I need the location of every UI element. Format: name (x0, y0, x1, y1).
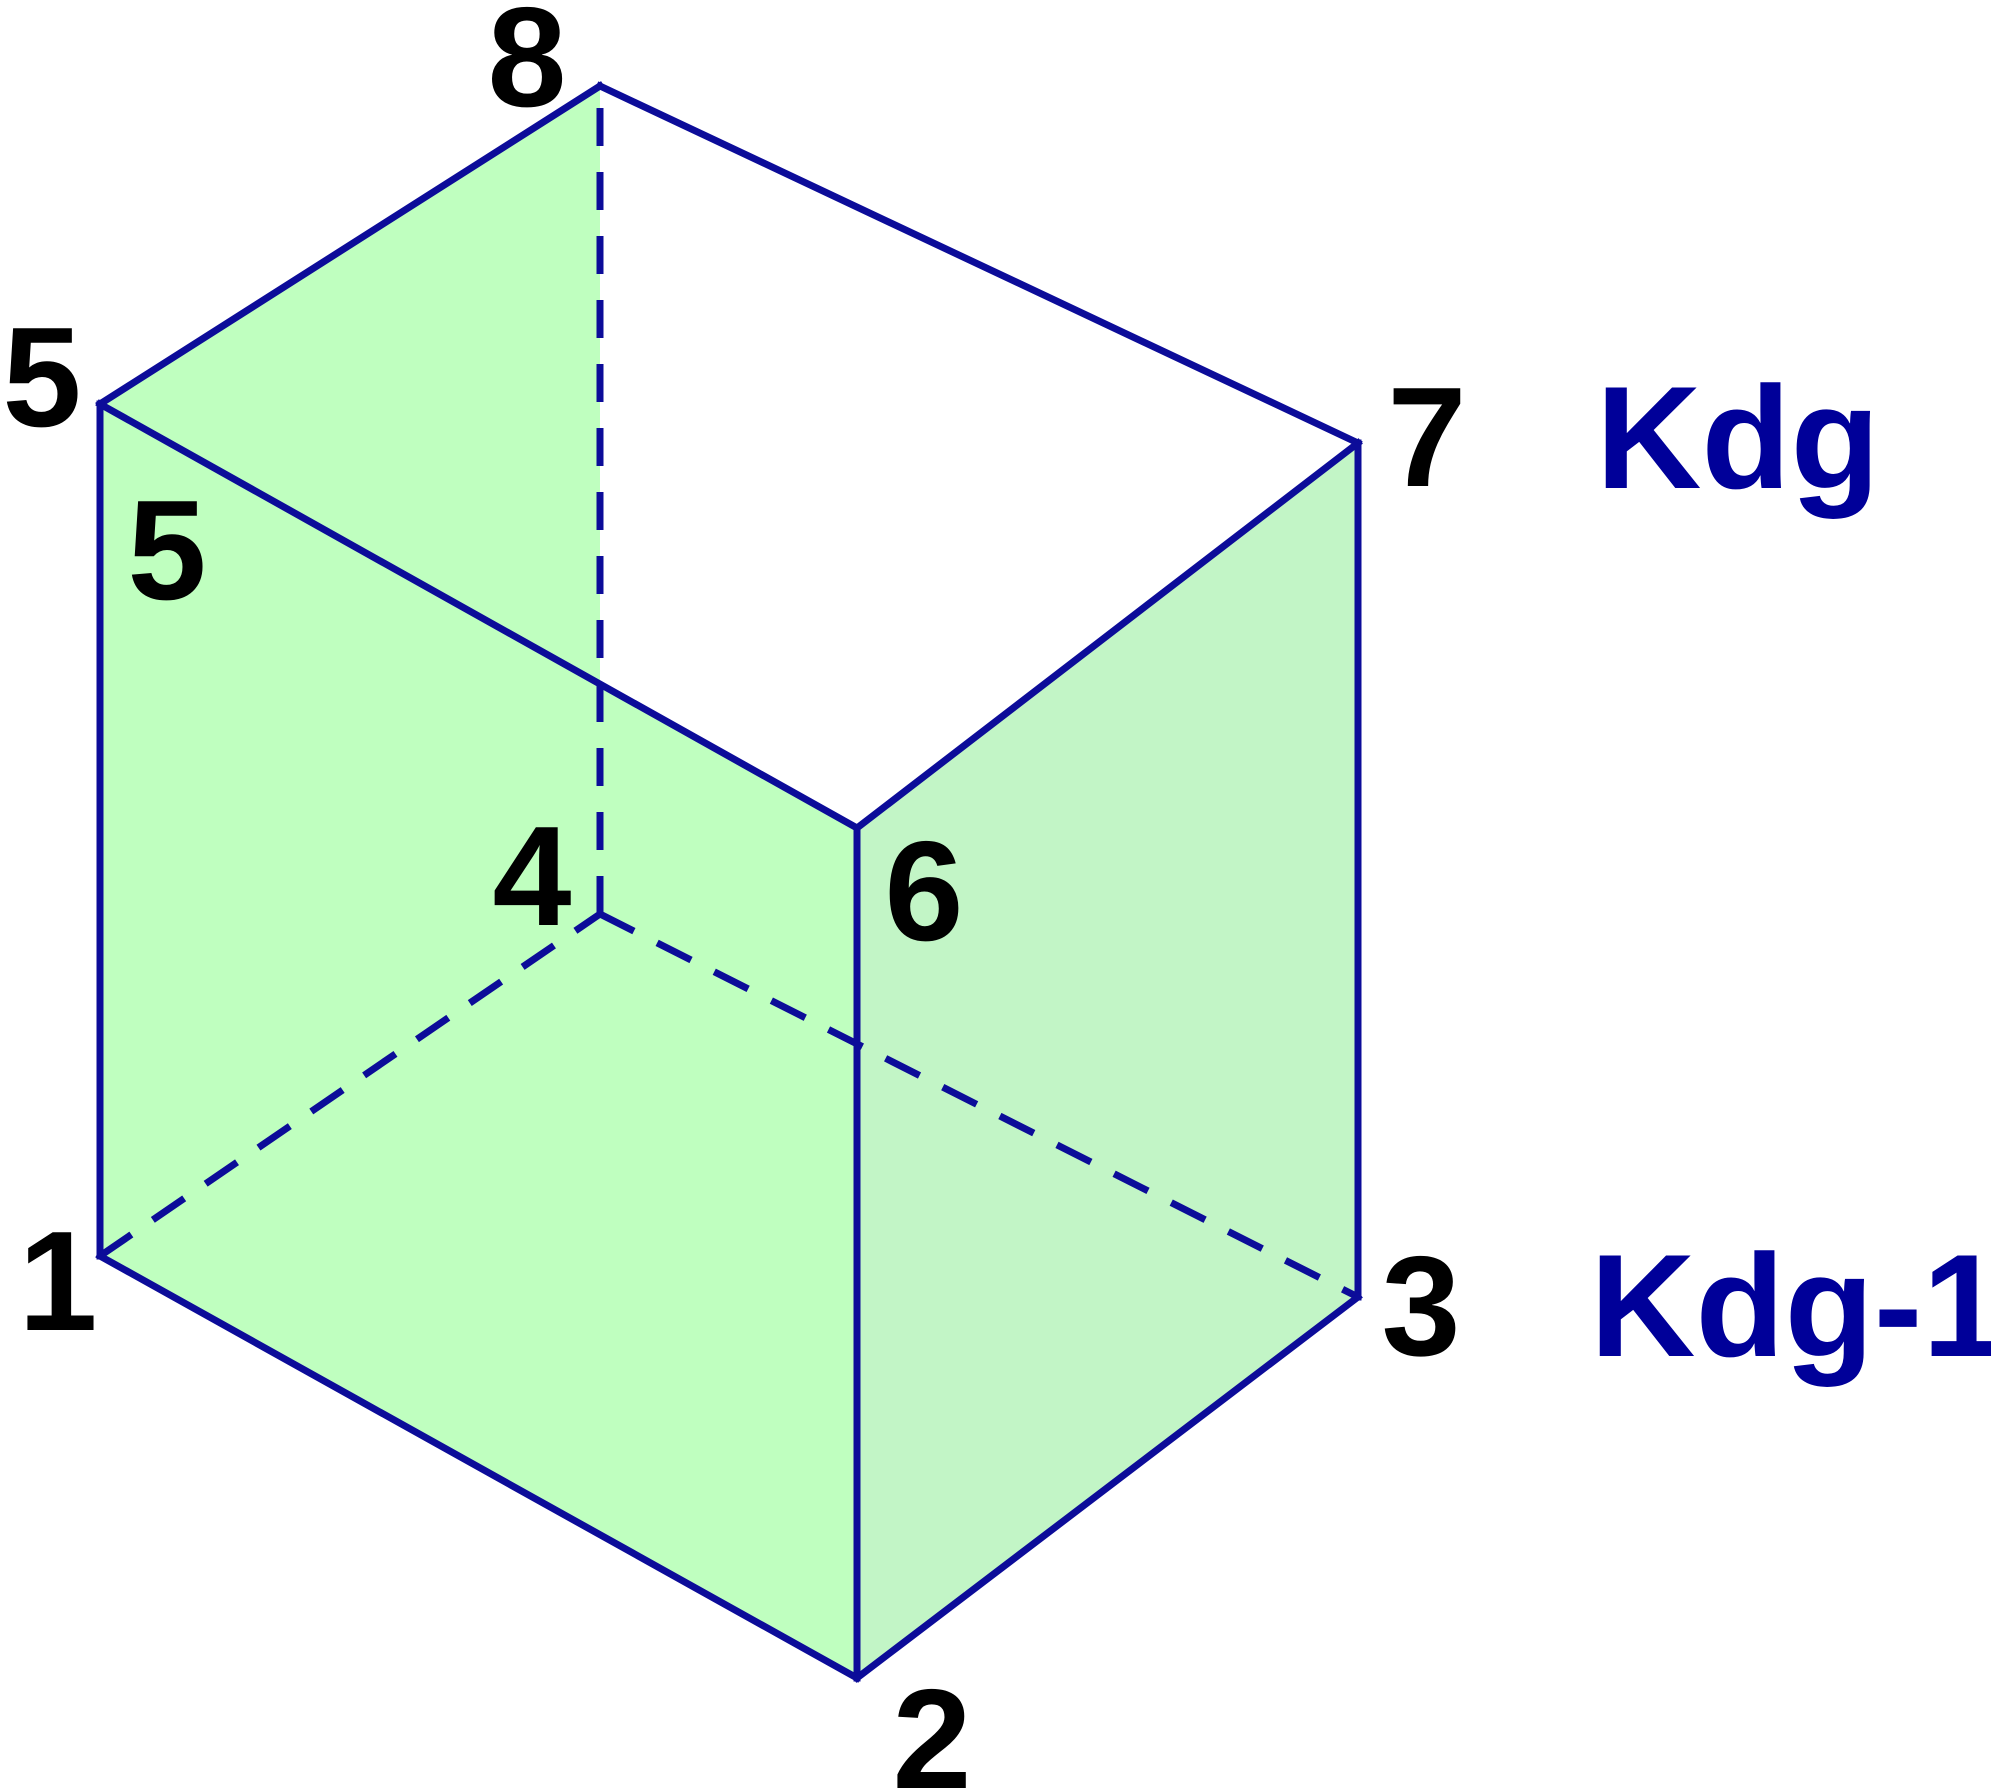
edge-2-3 (852, 1292, 1363, 1683)
vertex-label-7: 7 (1388, 358, 1467, 517)
face-left (100, 86, 857, 1678)
vertex-label-1: 1 (19, 1202, 98, 1361)
edge-8-7 (595, 81, 1363, 448)
vertex-label-3: 3 (1382, 1227, 1461, 1386)
vertex-label-6: 6 (885, 812, 964, 971)
hidden-edges (98, 86, 1360, 1301)
edge-1-2 (95, 1251, 862, 1683)
visible-edges (95, 81, 1363, 1683)
edge-6-7 (852, 438, 1363, 833)
vertex-label-5: 5 (3, 298, 82, 457)
edge-5-8 (95, 81, 605, 409)
hidden-edge-1-4 (98, 911, 602, 1259)
vertex-label-4: 4 (493, 797, 572, 956)
layer-label-bottom: Kdg-1 (1590, 1224, 1991, 1387)
face-label-5: 5 (128, 471, 207, 630)
face-right (857, 443, 1358, 1678)
edge-5-6 (95, 399, 862, 833)
vertex-label-8: 8 (488, 0, 567, 137)
hidden-edge-4-3 (598, 910, 1360, 1301)
vertex-label-2: 2 (893, 1660, 972, 1788)
layer-label-top: Kdg (1596, 356, 1880, 519)
